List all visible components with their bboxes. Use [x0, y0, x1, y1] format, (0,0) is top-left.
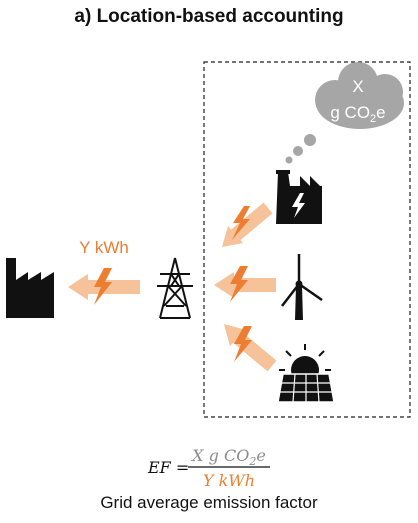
- transmission-tower-icon: [157, 257, 193, 319]
- power-plant-icon: [276, 170, 322, 224]
- lightning-bolt-icon: [94, 268, 112, 305]
- solar-flow-arrow: [224, 324, 277, 372]
- lightning-bolt-icon: [230, 266, 248, 302]
- cloud-icon: [285, 62, 404, 164]
- formula-caption: Grid average emission factor: [100, 493, 318, 512]
- grid-flow-arrow: [68, 268, 140, 305]
- lightning-bolt-icon: [232, 206, 250, 240]
- plant-flow-arrow: [222, 202, 273, 247]
- lightning-bolt-icon: [234, 326, 252, 362]
- lightning-bolt-icon: [292, 193, 305, 218]
- wind-turbine-icon: [281, 254, 323, 320]
- cloud-label-x: X: [352, 77, 363, 96]
- flow-label: Y kWh: [79, 238, 129, 257]
- formula-numerator: X g CO2e: [190, 446, 266, 468]
- cloud-label-unit: g CO2e: [330, 103, 385, 125]
- formula-lhs: EF =: [147, 458, 189, 477]
- wind-flow-arrow: [214, 266, 276, 302]
- formula-denominator: Y kWh: [203, 471, 255, 490]
- factory-icon: [6, 258, 54, 318]
- diagram-title: a) Location-based accounting: [74, 6, 344, 27]
- solar-panel-icon: [277, 344, 335, 403]
